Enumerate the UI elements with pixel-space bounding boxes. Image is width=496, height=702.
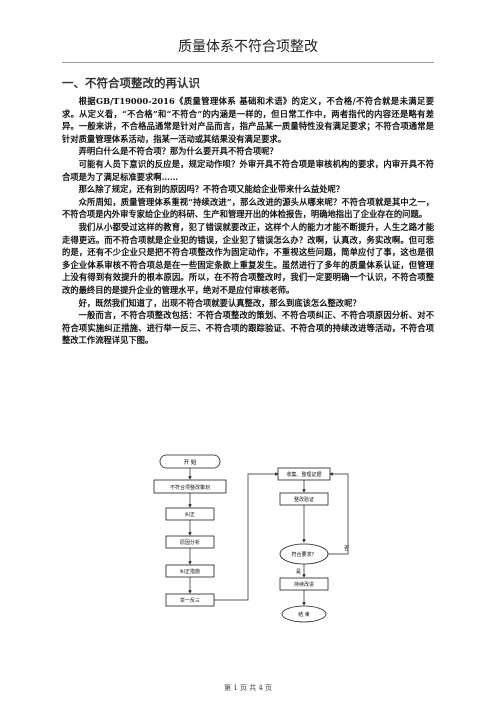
section-heading: 一、不符合项整改的再认识 — [62, 76, 200, 90]
header-rule — [62, 62, 434, 63]
svg-text:整改验证: 整改验证 — [294, 496, 314, 503]
svg-text:符合要求？: 符合要求？ — [291, 551, 316, 558]
svg-text:开 始: 开 始 — [184, 458, 197, 466]
flow-end: 结 束 — [281, 605, 327, 623]
flow-label-no: 否 — [344, 546, 349, 552]
flow-correct: 纠正 — [165, 507, 215, 521]
svg-text:收集、整理证据: 收集、整理证据 — [286, 471, 321, 478]
svg-text:纠正: 纠正 — [185, 512, 195, 518]
paragraph: 一般而言，不符合项整改包括：不符合项整改的策划、不符合项纠正、不符合项原因分析、… — [62, 310, 434, 346]
paragraph: 好，既然我们知道了，出现不符合项就要认真整改，那么到底该怎么整改呢？ — [78, 297, 361, 308]
flow-start: 开 始 — [159, 454, 221, 469]
svg-text:持续改进: 持续改进 — [294, 581, 314, 588]
paragraph: 众所周知，质量管理体系重视“持续改进”，那么改进的源头从哪来呢？不符合项就是其中… — [62, 196, 434, 220]
svg-text:结 束: 结 束 — [298, 611, 310, 618]
paragraph: 那么除了规定，还有别的原因吗？不符合项又能给企业带来什么益处呢？ — [78, 184, 345, 195]
page-footer: 第 1 页 共 4 页 — [223, 684, 273, 692]
process-flowchart: 开 始 不符合项整改策划 纠正 原因分析 纠正措施 举一反三 收集、整理证据 整… — [153, 454, 349, 623]
page-header-title: 质量体系不符合项整改 — [178, 39, 318, 55]
flow-improve: 持续改进 — [279, 577, 329, 591]
paragraph: 可能有人员下意识的反应是，规定动作呗？外审开具不符合项是审核机构的要求，内审开具… — [62, 158, 434, 182]
svg-text:原因分析: 原因分析 — [180, 539, 200, 546]
flow-label-yes: 是 — [296, 569, 301, 575]
flow-measure: 纠正措施 — [165, 564, 215, 578]
svg-text:不符合项整改策划: 不符合项整改策划 — [170, 484, 210, 491]
flow-decision: 符合要求？ — [279, 543, 329, 565]
flow-extend: 举一反三 — [165, 593, 215, 607]
paragraph: 我们从小都受过这样的教育，犯了错误就要改正，这样个人的能力才能不断提升，人生之路… — [62, 221, 434, 295]
svg-text:纠正措施: 纠正措施 — [180, 568, 200, 575]
paragraph: 根据GB/T19000-2016《质量管理体系 基础和术语》的定义，不合格/不符… — [62, 96, 434, 144]
paragraph: 弄明白什么是不符合项？那为什么要开具不符合项呢？ — [78, 146, 278, 157]
flow-plan: 不符合项整改策划 — [153, 479, 227, 494]
flow-cause: 原因分析 — [165, 535, 215, 549]
body-text: 根据GB/T19000-2016《质量管理体系 基础和术语》的定义，不合格/不符… — [62, 95, 434, 347]
flow-collect: 收集、整理证据 — [277, 467, 331, 481]
svg-text:举一反三: 举一反三 — [180, 597, 200, 604]
flow-verify: 整改验证 — [279, 492, 329, 506]
